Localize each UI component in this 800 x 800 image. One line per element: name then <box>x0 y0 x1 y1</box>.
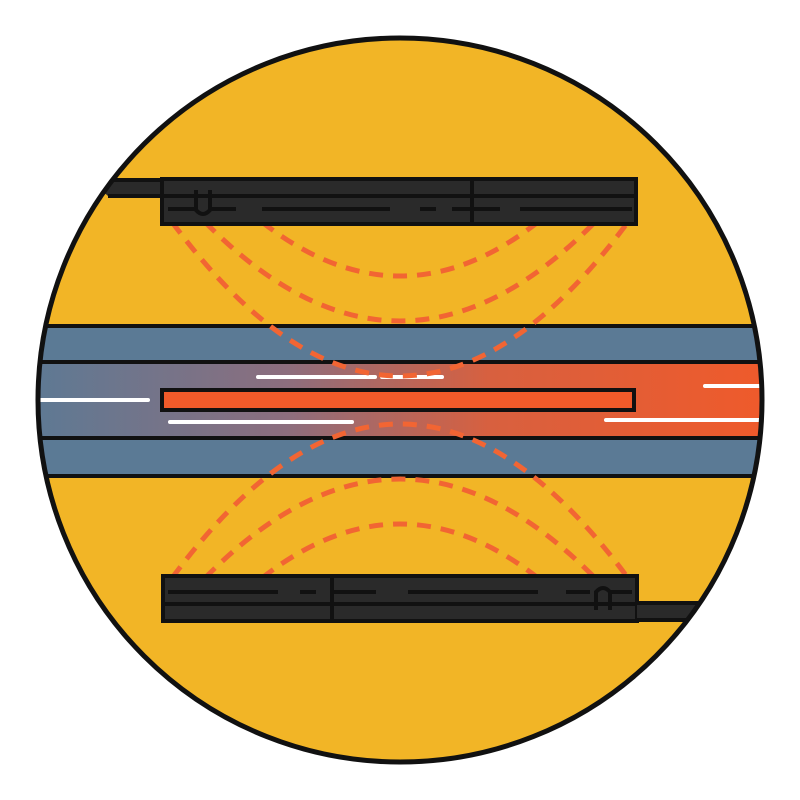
field-line-top-mid <box>203 220 597 324</box>
top-electrode <box>90 177 638 226</box>
hot-core-bar <box>160 388 636 412</box>
field-line-bottom-mid <box>203 476 597 580</box>
field-lines <box>169 220 631 580</box>
field-line-bottom-outer <box>169 421 631 580</box>
bottom-electrode <box>161 574 702 623</box>
field-line-bottom-inner <box>260 521 540 580</box>
top-electrode-marks <box>168 180 632 222</box>
disc-outline <box>35 35 765 765</box>
field-line-top-inner <box>260 220 540 279</box>
bottom-electrode-marks <box>163 578 637 620</box>
field-line-top-outer <box>169 220 631 379</box>
